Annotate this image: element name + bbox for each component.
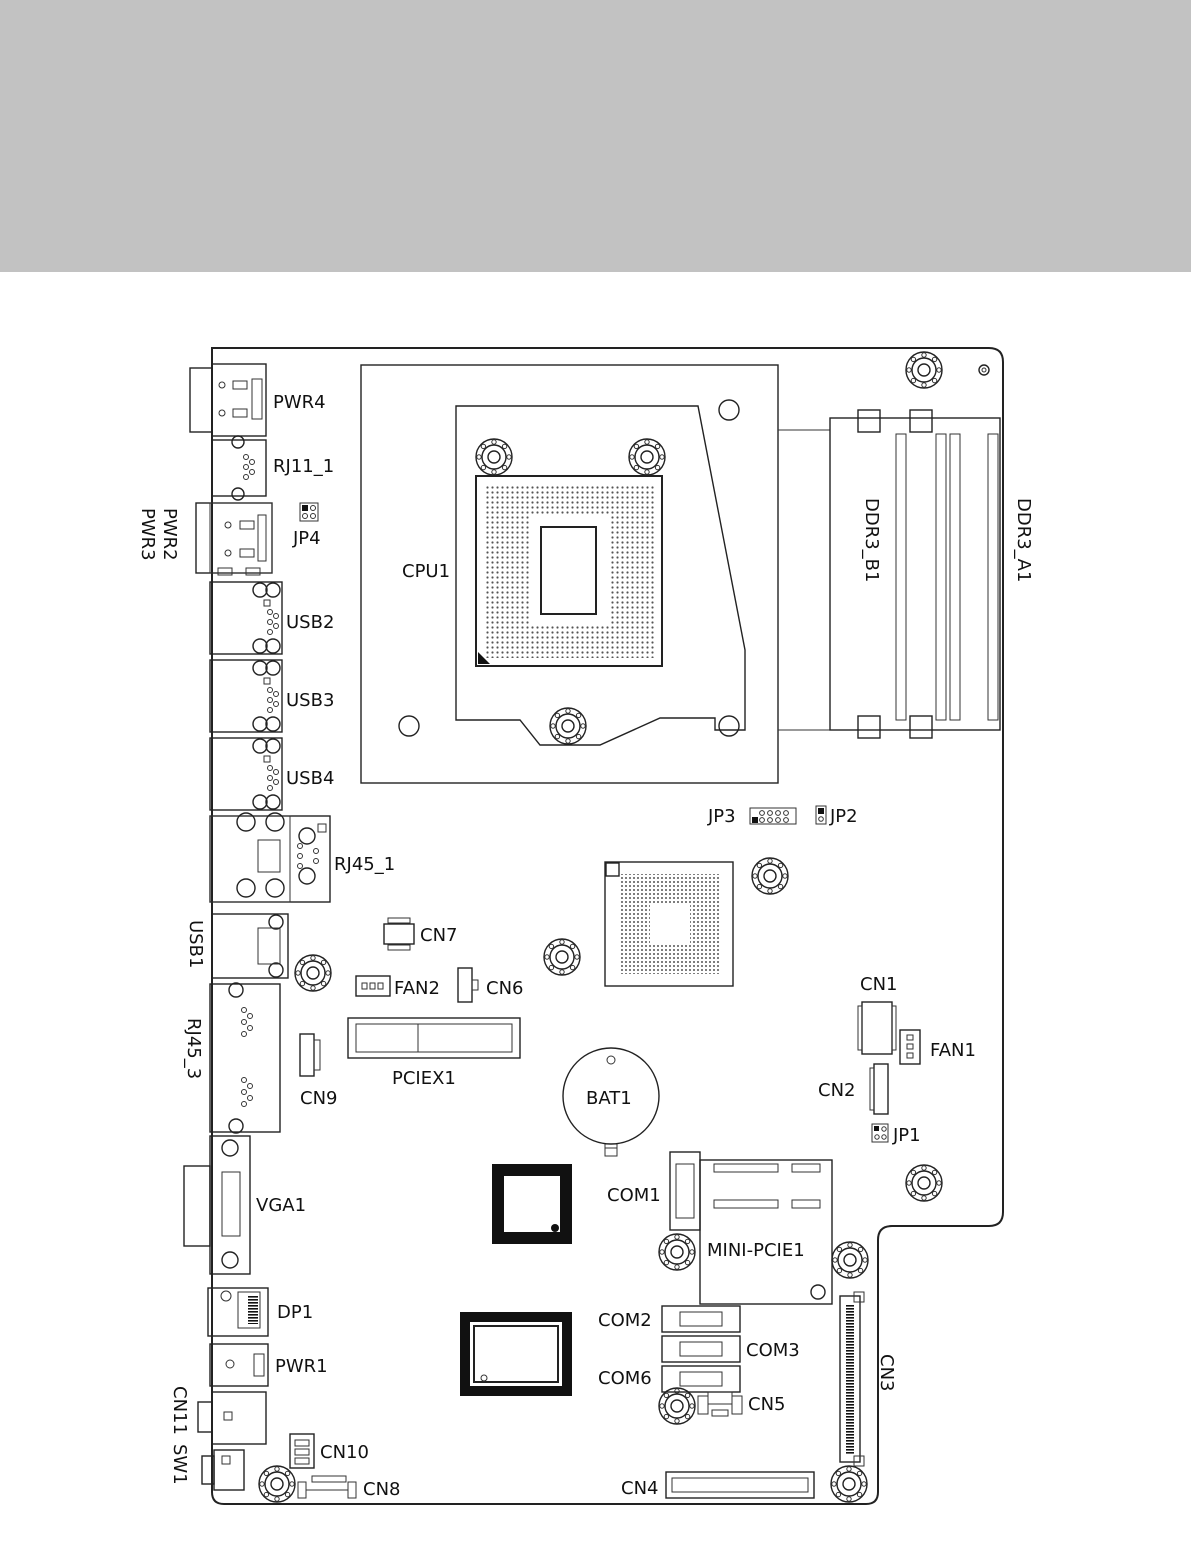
- screw-icon: [906, 1165, 942, 1201]
- com3-label: COM3: [746, 1340, 800, 1361]
- jp4-jumper: [300, 503, 318, 521]
- pwr3-label: PWR3: [137, 508, 158, 561]
- pciex1-slot: [348, 1018, 520, 1058]
- jp2-jumper: [816, 806, 826, 824]
- cn3-label: CN3: [876, 1354, 897, 1392]
- ddr3-slots: [778, 410, 1000, 738]
- pwr2-label: PWR2: [159, 508, 180, 561]
- jp3-label: JP3: [707, 806, 736, 827]
- screw-icon: [752, 858, 788, 894]
- usb2-label: USB2: [286, 612, 334, 633]
- screw-icon: [544, 939, 580, 975]
- pciex1-label: PCIEX1: [392, 1068, 456, 1089]
- cn9-label: CN9: [300, 1088, 338, 1109]
- cn8-connector: [298, 1476, 356, 1498]
- cn2-label: CN2: [818, 1080, 856, 1101]
- rj45-1-label: RJ45_1: [334, 854, 395, 875]
- bottom-chip: [460, 1312, 572, 1396]
- chipset-bga: [605, 862, 733, 986]
- rj11-1-label: RJ11_1: [273, 456, 334, 477]
- jp3-jumper: [750, 808, 796, 824]
- com2-label: COM2: [598, 1310, 652, 1331]
- pwr4-label: PWR4: [273, 392, 326, 413]
- fan2-label: FAN2: [394, 978, 440, 999]
- jp1-label: JP1: [892, 1125, 921, 1146]
- fan1-label: FAN1: [930, 1040, 976, 1061]
- jp2-label: JP2: [829, 806, 858, 827]
- vga1-connector: [184, 1136, 250, 1274]
- qfp-chip: [492, 1164, 572, 1244]
- cn5-label: CN5: [748, 1394, 786, 1415]
- cn2-connector: [870, 1064, 888, 1114]
- fan2-connector: [356, 976, 390, 996]
- screw-icon: [295, 955, 331, 991]
- cn6-label: CN6: [486, 978, 524, 999]
- usb4-port: [210, 738, 282, 810]
- cn4-label: CN4: [621, 1478, 659, 1499]
- sw1-switch: [202, 1450, 244, 1490]
- mini-pcie1-slot: [700, 1160, 832, 1304]
- pwr4-connector: [190, 364, 266, 436]
- rj11-connector: [212, 436, 266, 500]
- cn11-connector: [198, 1392, 266, 1444]
- com1-header: [670, 1152, 700, 1230]
- screw-icon: [659, 1234, 695, 1270]
- com3-header: [662, 1336, 740, 1362]
- ddr3-a1-label: DDR3_A1: [1013, 498, 1034, 582]
- sw1-label: SW1: [169, 1444, 190, 1485]
- cn5-connector: [698, 1392, 742, 1416]
- cn4-connector: [666, 1472, 814, 1498]
- cn8-label: CN8: [363, 1479, 401, 1500]
- jp1-jumper: [872, 1124, 888, 1142]
- usb1-port: [212, 914, 288, 978]
- screw-icon: [906, 352, 942, 388]
- mounting-hole-top-right: [979, 365, 989, 375]
- cn3-connector: [840, 1292, 864, 1466]
- cn6-connector: [458, 968, 478, 1002]
- screw-icon: [832, 1242, 868, 1278]
- screw-icon: [659, 1388, 695, 1424]
- cn11-label: CN11: [169, 1386, 190, 1435]
- cn7-label: CN7: [420, 925, 458, 946]
- rj45-3-label: RJ45_3: [183, 1018, 204, 1079]
- cn10-label: CN10: [320, 1442, 369, 1463]
- usb4-label: USB4: [286, 768, 334, 789]
- fan1-connector: [900, 1030, 920, 1064]
- bat1-label: BAT1: [586, 1088, 632, 1109]
- pwr2-pwr3-connector: [196, 503, 272, 575]
- cn9-connector: [300, 1034, 320, 1076]
- screw-icon: [550, 708, 586, 744]
- jp4-label: JP4: [292, 528, 321, 549]
- cn10-connector: [290, 1434, 314, 1468]
- usb2-port: [210, 582, 282, 654]
- cn1-connector: [858, 1002, 896, 1054]
- rj45-1-connector: [210, 813, 330, 902]
- mini-pcie1-label: MINI-PCIE1: [707, 1240, 805, 1261]
- pwr1-label: PWR1: [275, 1356, 328, 1377]
- vga1-label: VGA1: [256, 1195, 306, 1216]
- usb3-label: USB3: [286, 690, 334, 711]
- screw-icon: [476, 439, 512, 475]
- dp1-label: DP1: [277, 1302, 313, 1323]
- com1-label: COM1: [607, 1185, 661, 1206]
- screw-icon: [629, 439, 665, 475]
- com2-header: [662, 1306, 740, 1332]
- screw-icon: [831, 1466, 867, 1502]
- usb3-port: [210, 660, 282, 732]
- screw-icon: [259, 1466, 295, 1502]
- cpu1-label: CPU1: [402, 561, 450, 582]
- cn1-label: CN1: [860, 974, 898, 995]
- pwr1-connector: [210, 1344, 268, 1386]
- dp1-connector: [208, 1288, 268, 1336]
- rj45-3-connector: [210, 983, 280, 1133]
- cn7-connector: [384, 918, 414, 950]
- usb1-label: USB1: [185, 920, 206, 968]
- ddr3-b1-label: DDR3_B1: [861, 498, 882, 582]
- com6-label: COM6: [598, 1368, 652, 1389]
